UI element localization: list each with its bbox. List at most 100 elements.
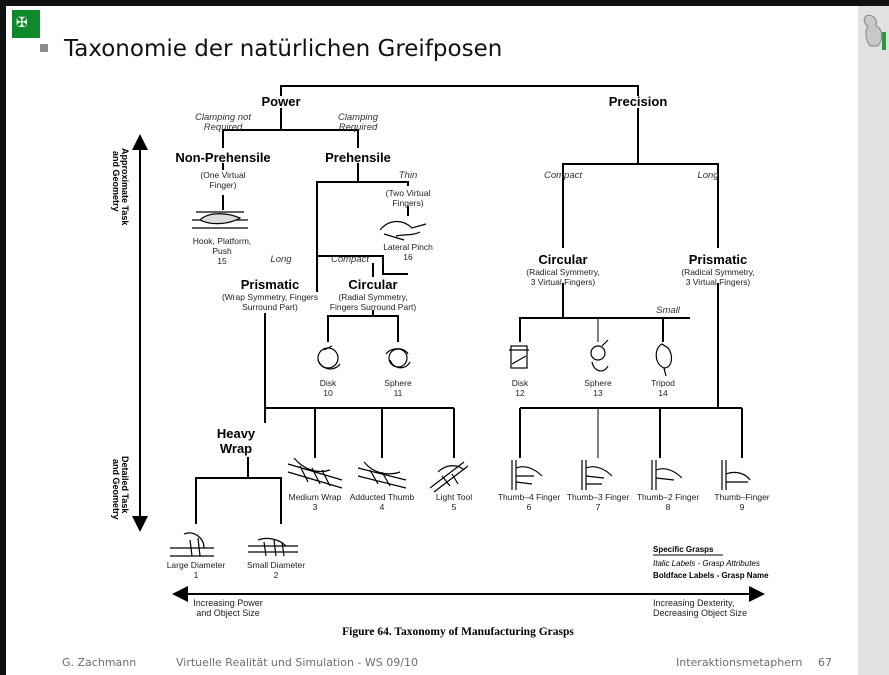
- axis-detail-2: and Geometry: [111, 459, 121, 520]
- label-prismatic-power: Prismatic: [241, 277, 300, 292]
- grasp-num-7: 7: [596, 502, 601, 512]
- bottom-right-2: Decreasing Object Size: [653, 608, 747, 618]
- grasp-num-4: 4: [380, 502, 385, 512]
- grasp-num-16: 16: [403, 252, 413, 262]
- label-prehensile: Prehensile: [325, 150, 391, 165]
- grasp-name-3: Medium Wrap: [289, 492, 342, 502]
- thumb-4-finger-hand-icon: [511, 460, 543, 490]
- slide-title: Taxonomie der natürlichen Greifposen: [64, 36, 503, 62]
- bottom-left-2: and Object Size: [196, 608, 260, 618]
- right-side-strip: [858, 6, 889, 675]
- figure-caption: Figure 64. Taxonomy of Manufacturing Gra…: [342, 626, 574, 638]
- label-wrap: Wrap: [220, 441, 252, 456]
- grasp-name-14: Tripod: [651, 378, 675, 388]
- grasp-taxonomy-figure: Approximate Task and Geometry Detailed T…: [108, 78, 781, 640]
- university-logo-icon: ✠: [12, 10, 40, 38]
- grasp-name-15: Hook, Platform,: [193, 236, 252, 246]
- note-two-virtual-2: Fingers): [392, 198, 423, 208]
- note-two-virtual-1: (Two Virtual: [386, 188, 431, 198]
- grasp-name-6: Thumb–4 Finger: [498, 492, 561, 502]
- grasp-name-8: Thumb–2 Finger: [637, 492, 700, 502]
- medium-wrap-hand-icon: [287, 457, 343, 489]
- grasp-name-7: Thumb–3 Finger: [567, 492, 630, 502]
- small-diameter-hand-icon: [248, 537, 298, 557]
- label-power: Power: [261, 94, 300, 109]
- grasp-name-10: Disk: [320, 378, 337, 388]
- hook-platform-hand-icon: [192, 211, 248, 229]
- thumb-2-finger-hand-icon: [651, 460, 683, 490]
- grasp-name-12: Disk: [512, 378, 529, 388]
- attr-clamping-not-1: Clamping not: [195, 112, 251, 123]
- note-circular-precision-2: 3 Virtual Fingers): [531, 277, 596, 287]
- grasp-num-11: 11: [394, 388, 403, 398]
- grasp-num-12: 12: [515, 388, 525, 398]
- grasp-num-3: 3: [313, 502, 318, 512]
- tripod-hand-icon: [655, 343, 673, 377]
- axis-detail-1: Detailed Task: [120, 456, 130, 514]
- attr-clamping-not-2: Required: [204, 122, 243, 133]
- axis-approx-1: Approximate Task: [120, 148, 130, 226]
- bottom-left-1: Increasing Power: [193, 598, 263, 608]
- axis-approx-2: and Geometry: [111, 151, 121, 212]
- grasp-num-1: 1: [194, 570, 199, 580]
- legend-bold: Boldface Labels - Grasp Name: [653, 571, 769, 580]
- grasp-num-2: 2: [274, 570, 279, 580]
- legend-italic: Italic Labels - Grasp Attributes: [653, 559, 760, 568]
- large-diameter-hand-icon: [170, 532, 214, 557]
- label-prismatic-precision: Prismatic: [689, 252, 748, 267]
- grasp-name-1: Large Diameter: [167, 560, 226, 570]
- sphere-power-hand-icon: [385, 348, 411, 369]
- grasp-num-15: 15: [217, 256, 227, 266]
- footer-page-number: 67: [818, 656, 832, 669]
- disk-precision-hand-icon: [509, 345, 529, 369]
- footer-course: Virtuelle Realität und Simulation - WS 0…: [176, 656, 418, 669]
- grasp-name-2: Small Diameter: [247, 560, 305, 570]
- adducted-thumb-hand-icon: [357, 461, 407, 489]
- grasp-name-9: Thumb–Finger: [714, 492, 769, 502]
- attr-compact-power: Compact: [331, 254, 369, 265]
- attr-compact-precision: Compact: [544, 170, 582, 181]
- disk-power-hand-icon: [317, 345, 341, 370]
- bottom-right-1: Increasing Dexterity,: [653, 598, 734, 608]
- label-circular-precision: Circular: [538, 252, 587, 267]
- footer-author: G. Zachmann: [62, 656, 137, 669]
- note-prismatic-power-2: Surround Part): [242, 302, 298, 312]
- attr-small: Small: [656, 305, 681, 316]
- note-prismatic-power-1: (Wrap Symmetry, Fingers: [222, 292, 318, 302]
- corner-figure-icon: [863, 15, 886, 50]
- light-tool-hand-icon: [429, 461, 469, 493]
- grasp-name-11: Sphere: [384, 378, 412, 388]
- label-non-prehensile: Non-Prehensile: [175, 150, 270, 165]
- attr-thin: Thin: [399, 170, 417, 181]
- slide-top-border: [0, 0, 889, 6]
- thumb-3-finger-hand-icon: [581, 460, 613, 490]
- grasp-sketches: [170, 211, 751, 557]
- grasp-name-13: Sphere: [584, 378, 612, 388]
- attr-clamping-req-1: Clamping: [338, 112, 379, 123]
- logo-glyph: ✠: [16, 15, 28, 31]
- logo-square-decoration: [40, 44, 48, 52]
- grasp-num-13: 13: [593, 388, 603, 398]
- note-prismatic-precision-1: (Radical Symmetry,: [681, 267, 755, 277]
- attr-long-power: Long: [270, 254, 292, 265]
- footer-topic: Interaktionsmetaphern: [676, 656, 803, 669]
- grasp-name-15b: Push: [212, 246, 232, 256]
- grasp-name-16: Lateral Pinch: [383, 242, 433, 252]
- note-one-virtual-2: Finger): [210, 180, 237, 190]
- slide-left-border: [0, 0, 6, 675]
- label-circular-power: Circular: [348, 277, 397, 292]
- note-circular-power-1: (Radial Symmetry,: [338, 292, 407, 302]
- grasp-num-14: 14: [658, 388, 668, 398]
- lateral-pinch-hand-icon: [379, 220, 427, 241]
- thumb-finger-hand-icon: [721, 460, 751, 490]
- attr-long-precision: Long: [697, 170, 719, 181]
- grasp-num-6: 6: [527, 502, 532, 512]
- grasp-name-4: Adducted Thumb: [350, 492, 415, 502]
- grasp-num-10: 10: [323, 388, 333, 398]
- legend-title: Specific Grasps: [653, 545, 714, 554]
- grasp-num-5: 5: [452, 502, 457, 512]
- label-heavy: Heavy: [217, 426, 256, 441]
- legend: Specific Grasps Italic Labels - Grasp At…: [653, 545, 769, 580]
- grasp-num-9: 9: [740, 502, 745, 512]
- label-precision: Precision: [609, 94, 668, 109]
